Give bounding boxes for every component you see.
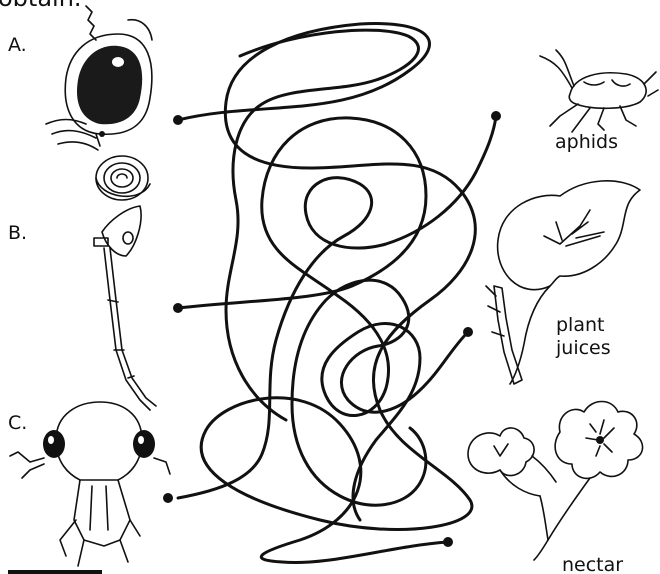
end-dot-nectar bbox=[443, 537, 453, 547]
scale-bar bbox=[8, 570, 102, 574]
piercing-mouthpart-icon bbox=[46, 6, 152, 200]
end-dot-plant-juices bbox=[463, 327, 473, 337]
leaf-stem-icon bbox=[486, 181, 640, 384]
maze-line-e bbox=[226, 30, 418, 420]
flower-icon bbox=[468, 402, 643, 561]
chewing-insect-head-icon bbox=[10, 402, 170, 566]
start-dot-a bbox=[173, 115, 183, 125]
tangled-lines-maze bbox=[163, 24, 501, 563]
sucking-beak-icon bbox=[94, 206, 156, 410]
maze-line-b bbox=[178, 118, 426, 520]
end-dot-aphids bbox=[491, 111, 501, 121]
aphid-icon bbox=[540, 50, 658, 132]
start-dot-c bbox=[163, 493, 173, 503]
start-dot-b bbox=[173, 303, 183, 313]
